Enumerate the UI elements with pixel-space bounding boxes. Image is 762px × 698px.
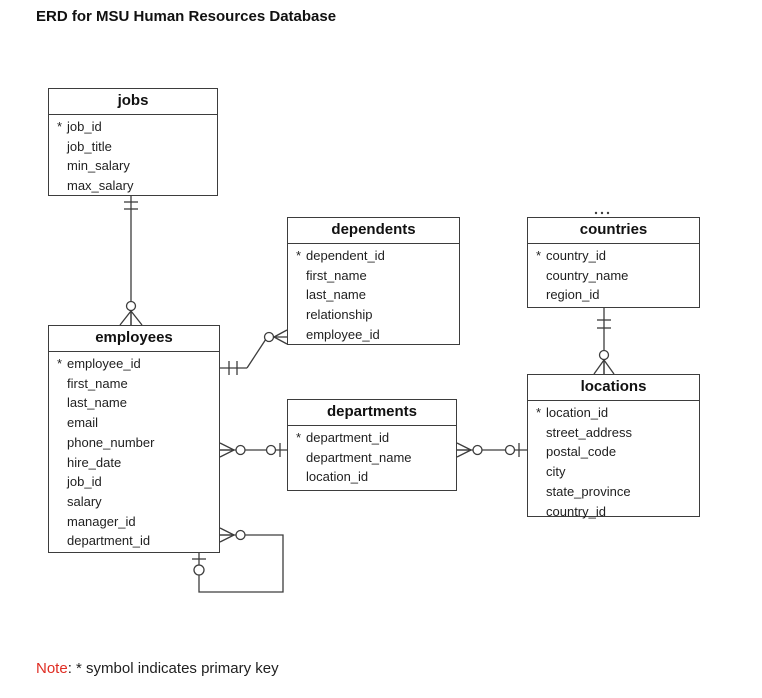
field-row: department_id — [57, 531, 215, 551]
field-name: dependent_id — [306, 248, 385, 263]
field-row: * job_id — [57, 117, 213, 137]
field-row: job_id — [57, 472, 215, 492]
entity-title: countries — [528, 218, 699, 244]
field-list: * job_id job_title min_salary max_salary — [49, 115, 217, 196]
field-name: job_title — [67, 138, 112, 154]
primary-key-marker: * — [296, 248, 302, 263]
field-name: state_province — [546, 483, 631, 499]
field-name: region_id — [546, 287, 600, 303]
field-name: street_address — [546, 424, 632, 440]
field-row: region_id — [536, 285, 695, 305]
primary-key-marker: * — [57, 119, 63, 134]
field-list: * dependent_id first_name last_name relation… — [288, 244, 459, 345]
field-name: department_id — [306, 430, 390, 445]
field-name: max_salary — [67, 178, 134, 194]
field-row: * dependent_id — [296, 246, 455, 266]
footnote-label: Note — [36, 660, 68, 677]
field-row: employee_id — [296, 325, 455, 345]
field-row: state_province — [536, 482, 695, 502]
field-name: postal_code — [546, 444, 617, 460]
field-row: country_id — [536, 502, 695, 522]
field-row: * department_id — [296, 428, 452, 448]
entity-departments: departments * department_id department_nam… — [287, 399, 457, 491]
entity-title: employees — [49, 326, 219, 352]
entity-dependents: dependents * dependent_id first_name last_n… — [287, 217, 460, 345]
field-name: min_salary — [67, 158, 130, 174]
field-name: department_name — [306, 449, 412, 465]
field-row: postal_code — [536, 442, 695, 462]
field-name: salary — [67, 493, 102, 509]
primary-key-marker: * — [296, 430, 302, 445]
field-row: phone_number — [57, 433, 215, 453]
primary-key-marker: * — [536, 248, 542, 263]
connector-countries-top-stub — [594, 211, 610, 215]
field-name: country_id — [546, 248, 606, 263]
field-name: country_id — [546, 503, 606, 519]
field-row: manager_id — [57, 512, 215, 532]
field-row: job_title — [57, 137, 213, 157]
footnote-text: : * symbol indicates primary key — [67, 660, 279, 677]
field-name: department_id — [67, 533, 151, 549]
connector-departments-locations — [456, 442, 527, 458]
field-row: min_salary — [57, 156, 213, 176]
primary-key-marker: * — [536, 405, 542, 420]
field-name: first_name — [67, 375, 128, 391]
field-row: department_name — [296, 448, 452, 468]
field-list: * country_id country_name region_id — [528, 244, 699, 305]
field-row: location_id — [296, 467, 452, 487]
field-row: last_name — [296, 285, 455, 305]
entity-jobs: jobs * job_id job_title min_salary max_salar… — [48, 88, 218, 196]
connector-countries-locations — [593, 308, 615, 375]
connector-jobs-employees — [119, 196, 143, 326]
field-name: manager_id — [67, 513, 136, 529]
field-name: last_name — [306, 287, 366, 303]
field-row: * country_id — [536, 246, 695, 266]
entity-employees: employees * employee_id first_name last_nam… — [48, 325, 220, 553]
field-name: employee_id — [67, 356, 141, 371]
field-row: city — [536, 462, 695, 482]
field-name: email — [67, 415, 99, 431]
field-name: relationship — [306, 307, 373, 323]
field-name: location_id — [546, 405, 609, 420]
field-row: first_name — [296, 266, 455, 286]
field-row: street_address — [536, 423, 695, 443]
entity-title: dependents — [288, 218, 459, 244]
connector-employees-dependents — [220, 329, 288, 375]
field-row: * employee_id — [57, 354, 215, 374]
field-name: job_id — [67, 474, 102, 490]
field-name: last_name — [67, 395, 127, 411]
field-row: first_name — [57, 374, 215, 394]
connector-employees-self — [192, 527, 284, 593]
entity-title: departments — [288, 400, 456, 426]
field-row: email — [57, 413, 215, 433]
field-row: last_name — [57, 393, 215, 413]
field-list: * department_id department_name location_id — [288, 426, 456, 487]
field-name: hire_date — [67, 454, 122, 470]
field-name: job_id — [67, 119, 102, 134]
page-title: ERD for MSU Human Resources Database — [36, 8, 337, 25]
field-row: salary — [57, 492, 215, 512]
field-name: first_name — [306, 267, 367, 283]
entity-countries: countries * country_id country_name region_… — [527, 217, 700, 308]
field-row: * location_id — [536, 403, 695, 423]
field-row: max_salary — [57, 176, 213, 196]
field-row: relationship — [296, 305, 455, 325]
field-row: hire_date — [57, 453, 215, 473]
field-name: city — [546, 464, 566, 480]
field-name: phone_number — [67, 434, 155, 450]
field-name: location_id — [306, 469, 369, 485]
footnote: Note: * symbol indicates primary key — [36, 660, 279, 677]
primary-key-marker: * — [57, 356, 63, 371]
field-name: country_name — [546, 267, 629, 283]
entity-title: jobs — [49, 89, 217, 115]
entity-title: locations — [528, 375, 699, 401]
field-row: country_name — [536, 266, 695, 286]
field-name: employee_id — [306, 326, 380, 342]
connector-employees-departments — [219, 442, 287, 458]
